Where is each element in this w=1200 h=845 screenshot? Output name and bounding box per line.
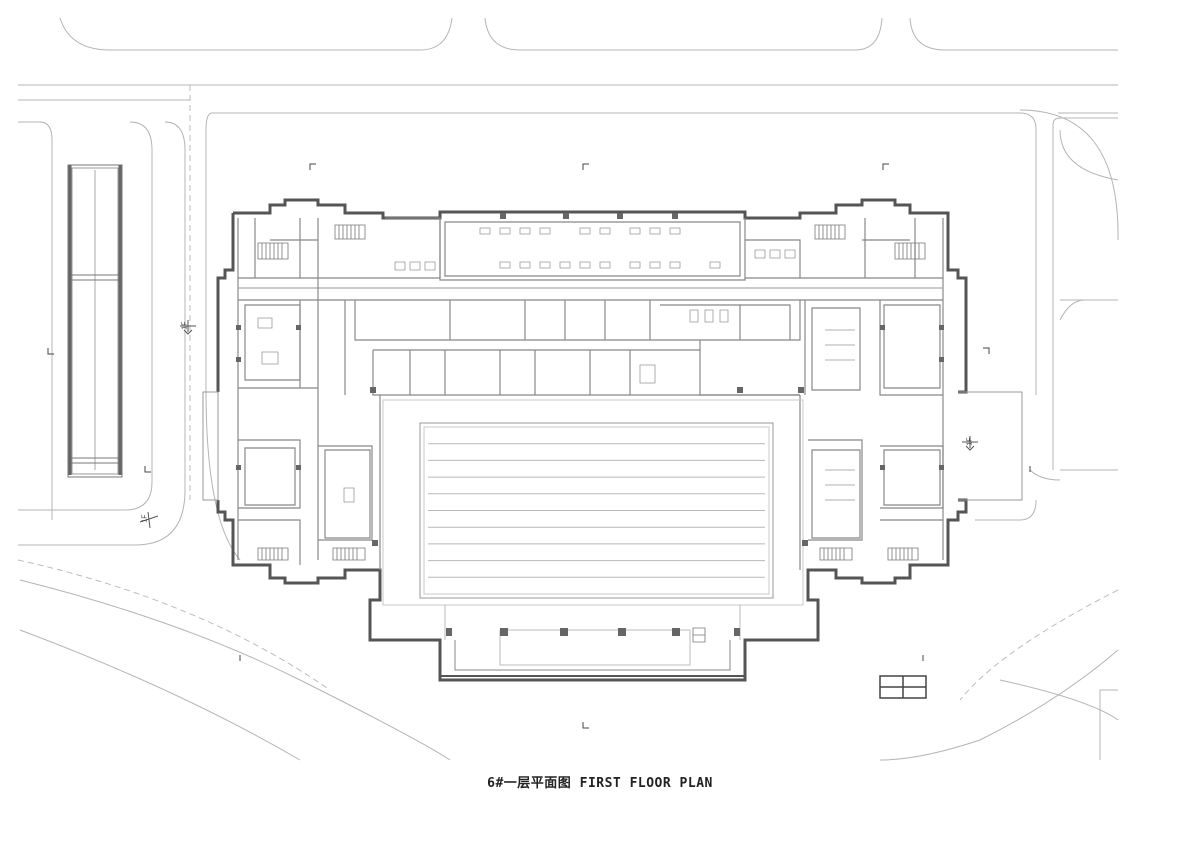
equipment-box <box>879 675 927 699</box>
building-inner-walls <box>237 217 944 570</box>
north-corner-mark <box>47 163 1031 729</box>
columns <box>236 213 944 636</box>
swimming-pool <box>382 399 804 640</box>
entrance-label-right: 1F <box>966 437 974 446</box>
south-lobby <box>440 629 745 677</box>
entrance-label-bottom-left: 1F <box>141 514 149 523</box>
stair-icon <box>257 224 926 643</box>
pool-lanes <box>428 443 765 578</box>
ramp <box>67 164 123 478</box>
plan-caption: 6#一层平面图 FIRST FLOOR PLAN <box>487 776 713 791</box>
building-outer-walls <box>202 198 1023 682</box>
entrance-label-left: 1F <box>181 321 189 330</box>
gym-equipment <box>257 227 855 503</box>
site-dashed-lines <box>17 85 1119 701</box>
entrance-arrow-icon <box>139 320 978 529</box>
site-roads <box>18 17 1119 761</box>
